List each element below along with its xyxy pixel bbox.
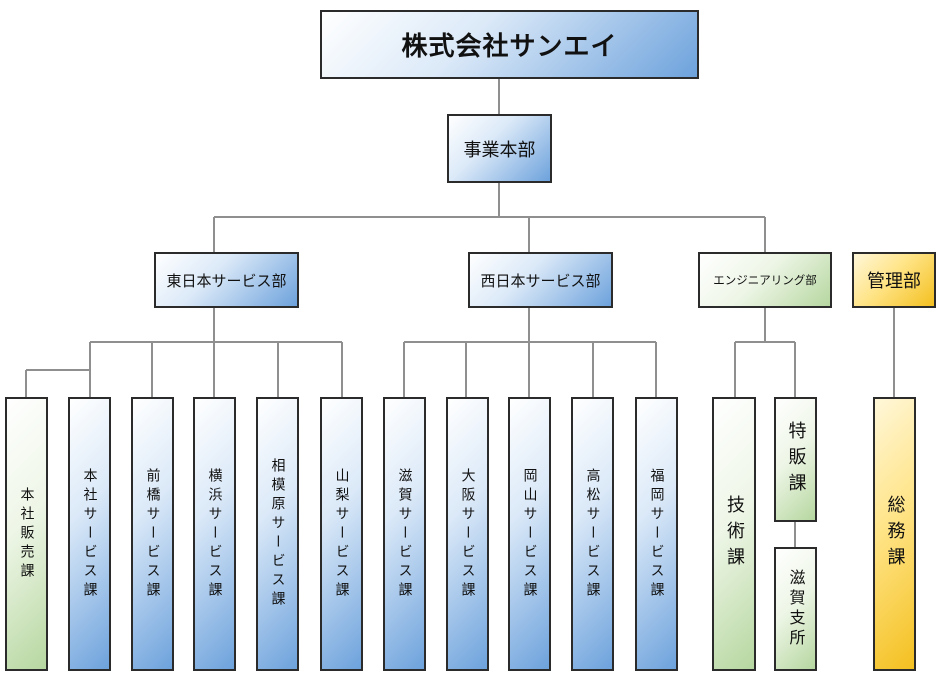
section-label-east-5: 山梨サービス課 (333, 467, 350, 601)
section-box-west-1: 大阪サービス課 (446, 397, 489, 671)
section-label-eng-0: 技術課 (724, 495, 745, 573)
division-box: 事業本部 (447, 114, 552, 183)
company-name: 株式会社サンエイ (401, 32, 618, 62)
engineering-department-name: エンジニアリング部 (713, 273, 817, 287)
section-box-east-2: 前橋サービス課 (131, 397, 174, 671)
engineering-department-box: エンジニアリング部 (698, 252, 832, 308)
section-label-west-0: 滋賀サービス課 (396, 467, 413, 601)
west-department-box: 西日本サービス部 (468, 252, 613, 308)
section-box-admin-0: 総務課 (873, 397, 916, 671)
east-department-box: 東日本サービス部 (154, 252, 299, 308)
section-box-east-5: 山梨サービス課 (320, 397, 363, 671)
section-box-east-4: 相模原サービス課 (256, 397, 299, 671)
section-label-west-3: 高松サービス課 (584, 467, 601, 601)
company-box: 株式会社サンエイ (320, 10, 699, 79)
east-department-name: 東日本サービス部 (166, 271, 287, 290)
section-box-west-3: 高松サービス課 (571, 397, 614, 671)
section-label-eng-1: 特販課 (785, 420, 807, 499)
section-label-east-4: 相模原サービス課 (269, 458, 286, 610)
section-label-east-3: 横浜サービス課 (206, 467, 223, 601)
section-box-eng-1: 特販課 (774, 397, 817, 522)
section-label-east-0: 本社販売課 (18, 486, 35, 582)
section-box-eng-2: 滋賀支所 (774, 547, 817, 671)
admin-department-name: 管理部 (867, 271, 921, 292)
admin-department-box: 管理部 (852, 252, 936, 308)
section-label-west-1: 大阪サービス課 (459, 467, 476, 601)
section-label-admin-0: 総務課 (884, 495, 906, 573)
section-label-east-1: 本社サービス課 (81, 467, 98, 601)
section-label-west-4: 福岡サービス課 (648, 467, 665, 601)
section-label-eng-2: 滋賀支所 (786, 569, 806, 649)
section-box-west-2: 岡山サービス課 (508, 397, 551, 671)
section-box-east-1: 本社サービス課 (68, 397, 111, 671)
section-box-west-4: 福岡サービス課 (635, 397, 678, 671)
west-department-name: 西日本サービス部 (480, 271, 601, 290)
section-label-east-2: 前橋サービス課 (144, 467, 161, 601)
section-box-eng-0: 技術課 (712, 397, 756, 671)
section-box-east-3: 横浜サービス課 (193, 397, 236, 671)
division-name: 事業本部 (463, 139, 536, 161)
section-box-west-0: 滋賀サービス課 (383, 397, 426, 671)
section-box-east-0: 本社販売課 (5, 397, 48, 671)
section-label-west-2: 岡山サービス課 (521, 467, 538, 601)
